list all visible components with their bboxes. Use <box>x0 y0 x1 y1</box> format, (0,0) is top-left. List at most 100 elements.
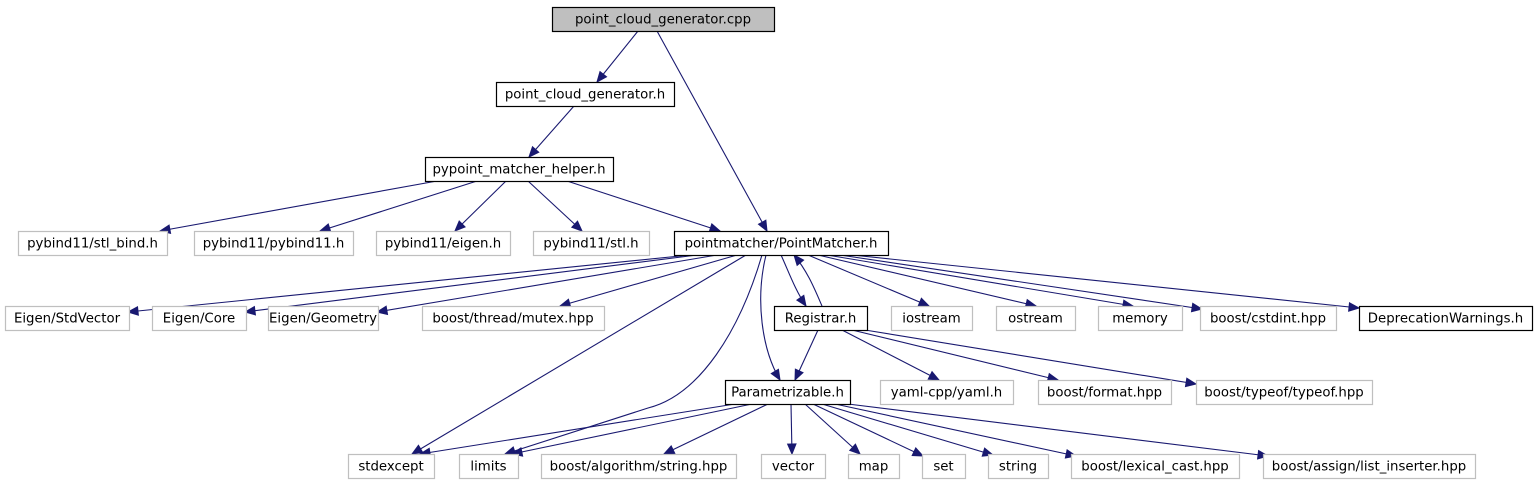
node-stl_bind[interactable]: pybind11/stl_bind.h <box>17 230 169 257</box>
node-box <box>151 305 248 332</box>
edge-param-to-list_inserter <box>847 403 1270 460</box>
edge-registrar-to-pm <box>793 254 823 307</box>
edge-line <box>656 30 768 232</box>
node-algstring[interactable]: boost/algorithm/string.hpp <box>540 453 738 480</box>
arrowhead-icon <box>596 70 608 84</box>
edge-line <box>319 180 478 232</box>
node-label: Eigen/StdVector <box>14 312 121 327</box>
node-box <box>890 305 974 332</box>
edge-line <box>527 180 583 232</box>
node-box <box>375 230 512 257</box>
node-box <box>1195 379 1374 406</box>
node-label: yaml-cpp/yaml.h <box>891 386 1002 401</box>
arrowhead-icon <box>410 444 424 455</box>
edge-line <box>851 329 1059 381</box>
node-iostream[interactable]: iostream <box>890 305 974 332</box>
node-registrar[interactable]: Registrar.h <box>773 305 869 332</box>
node-stdvector[interactable]: Eigen/StdVector <box>4 305 131 332</box>
edge-line <box>834 403 1077 457</box>
node-typeof[interactable]: boost/typeof/typeof.hpp <box>1195 379 1374 406</box>
edge-line <box>841 329 940 381</box>
node-label: limits <box>470 460 506 475</box>
edge-param-to-map <box>804 403 861 455</box>
node-box <box>773 305 869 332</box>
edge-pm-to-deprec <box>851 254 1361 312</box>
node-label: point_cloud_generator.h <box>505 88 665 103</box>
node-limits[interactable]: limits <box>458 453 520 480</box>
node-mutex[interactable]: boost/thread/mutex.hpp <box>421 305 606 332</box>
node-label: pypoint_matcher_helper.h <box>432 163 605 178</box>
edge-line <box>511 403 753 455</box>
node-box <box>1097 305 1184 332</box>
node-string[interactable]: string <box>987 453 1050 480</box>
node-label: Parametrizable.h <box>731 386 844 401</box>
node-lexical[interactable]: boost/lexical_cast.hpp <box>1070 453 1241 480</box>
node-label: boost/cstdint.hpp <box>1210 312 1326 327</box>
node-set[interactable]: set <box>921 453 967 480</box>
node-memory[interactable]: memory <box>1097 305 1184 332</box>
edge-line <box>804 403 861 455</box>
node-box <box>4 305 131 332</box>
edge-pm-to-core <box>243 254 698 316</box>
node-root[interactable]: point_cloud_generator.cpp <box>551 6 776 33</box>
edge-helper-to-pm <box>566 180 722 233</box>
node-map[interactable]: map <box>847 453 901 480</box>
node-eigen_h[interactable]: pybind11/eigen.h <box>375 230 512 257</box>
edge-line <box>851 254 1360 309</box>
node-pm[interactable]: pointmatcher/PointMatcher.h <box>673 230 890 257</box>
node-core[interactable]: Eigen/Core <box>151 305 248 332</box>
node-helper[interactable]: pypoint_matcher_helper.h <box>424 156 615 183</box>
arrowhead-icon <box>786 443 797 456</box>
edge-line <box>127 254 691 313</box>
edge-line <box>839 254 1203 310</box>
node-deprec[interactable]: DeprecationWarnings.h <box>1358 305 1534 332</box>
node-box <box>847 453 901 480</box>
arrowhead-icon <box>795 294 807 308</box>
node-vector[interactable]: vector <box>760 453 827 480</box>
arrowhead-icon <box>927 370 941 381</box>
node-box <box>1070 453 1241 480</box>
node-label: Eigen/Geometry <box>269 312 377 327</box>
node-stdexcept[interactable]: stdexcept <box>347 453 436 480</box>
node-cstdint[interactable]: boost/cstdint.hpp <box>1199 305 1338 332</box>
edge-pm-to-mutex <box>558 254 738 308</box>
arrowhead-icon <box>848 443 861 455</box>
node-yaml[interactable]: yaml-cpp/yaml.h <box>879 379 1015 406</box>
edge-pm-to-iostream <box>807 254 931 307</box>
node-pybind11[interactable]: pybind11/pybind11.h <box>193 230 355 257</box>
edge-line <box>159 180 438 232</box>
arrowhead-icon <box>1348 301 1361 312</box>
arrowhead-icon <box>770 368 781 382</box>
edge-line <box>826 254 1134 307</box>
arrowhead-icon <box>375 305 389 316</box>
arrowhead-icon <box>570 220 583 232</box>
node-format[interactable]: boost/format.hpp <box>1037 379 1173 406</box>
node-label: pybind11/stl_bind.h <box>27 237 158 252</box>
node-ostream[interactable]: ostream <box>995 305 1077 332</box>
node-box <box>495 81 676 108</box>
node-param[interactable]: Parametrizable.h <box>724 379 852 406</box>
edge-helper-to-pybind11 <box>318 180 478 233</box>
node-box <box>921 453 967 480</box>
edge-pm-to-memory <box>826 254 1135 310</box>
node-label: iostream <box>902 312 960 327</box>
arrowhead-icon <box>662 444 676 455</box>
edge-pm-to-stdexcept <box>410 254 747 455</box>
node-box <box>1262 453 1477 480</box>
edge-helper-to-eigen_h <box>454 180 507 232</box>
edge-param-to-vector <box>786 403 797 456</box>
node-box <box>421 305 606 332</box>
node-list_inserter[interactable]: boost/assign/list_inserter.hpp <box>1262 453 1477 480</box>
edge-line <box>454 180 507 232</box>
node-label: pybind11/eigen.h <box>385 237 501 252</box>
arrowhead-icon <box>911 447 925 457</box>
node-geometry[interactable]: Eigen/Geometry <box>267 305 380 332</box>
node-pcg_h[interactable]: point_cloud_generator.h <box>495 81 676 108</box>
edge-pm-to-stdvector <box>126 254 691 316</box>
node-label: memory <box>1112 312 1168 327</box>
node-stl_h[interactable]: pybind11/stl.h <box>532 230 651 257</box>
node-box <box>987 453 1050 480</box>
node-box <box>193 230 355 257</box>
node-box <box>1358 305 1534 332</box>
edge-param-to-algstring <box>662 403 769 455</box>
